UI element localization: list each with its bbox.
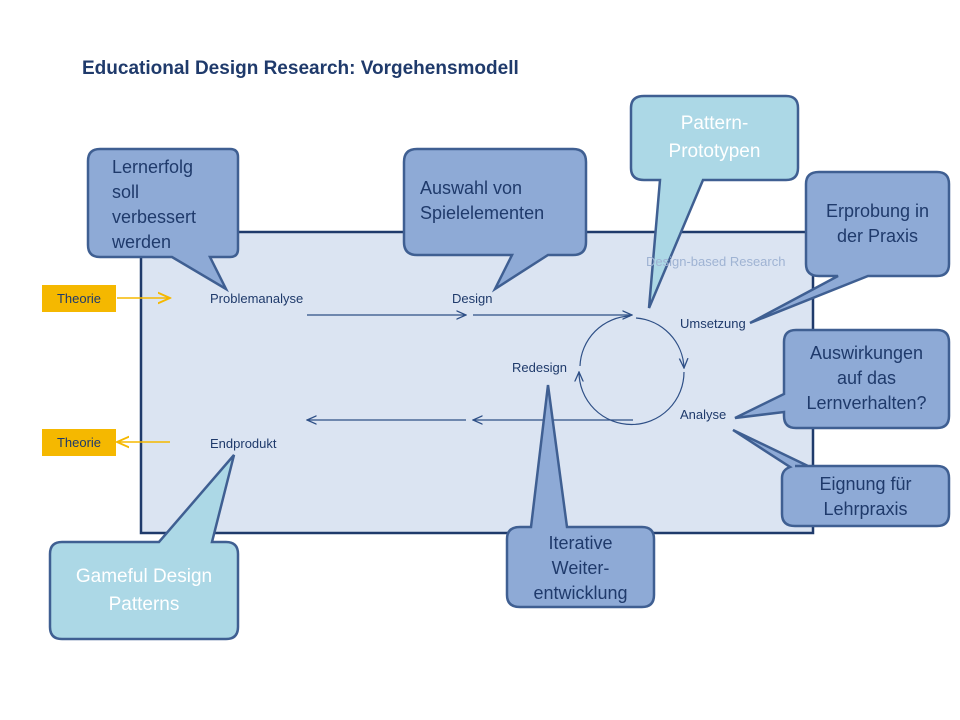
callout-lernerfolg-shape: [86, 147, 240, 293]
callout-auswirkungen-shape: [734, 328, 951, 430]
redesign-label: Redesign: [512, 360, 567, 375]
cycle-arc-right: [635, 317, 684, 368]
callout-auswirkungen-text: Auswirkungen auf das Lernverhalten?: [806, 343, 927, 413]
callout-erprobung-shape: [749, 170, 951, 325]
main-process-box: [139, 230, 815, 535]
callout-pattern-text: Pattern- Prototypen: [668, 113, 761, 162]
umsetzung-label: Umsetzung: [680, 316, 746, 331]
design-label: Design: [452, 291, 493, 306]
theorie-output-box: Theorie: [42, 429, 116, 456]
callout-auswahl-text: Auswahl von Spielelementen: [420, 178, 545, 223]
analyse-label: Analyse: [680, 407, 727, 422]
callout-lernerfolg-text: Lernerfolg soll verbessert werden: [112, 157, 197, 252]
callout-gameful-text: Gameful Design Patterns: [75, 566, 213, 615]
page-title: Educational Design Research: Vorgehensmo…: [82, 58, 519, 79]
endprodukt-label: Endprodukt: [210, 436, 277, 451]
callout-gameful-shape: [48, 454, 240, 641]
callout-iterative-text: Iterative Weiter- entwicklung: [533, 533, 628, 603]
callout-iterative-shape: [505, 384, 656, 609]
theorie-input-box: Theorie: [42, 285, 116, 312]
callout-erprobung-text: Erprobung in der Praxis: [825, 201, 930, 246]
cycle-arc-bottom: [579, 372, 685, 426]
callout-auswahl-shape: [402, 147, 588, 293]
callout-eignung-text: Eignung für Lehrpraxis: [819, 474, 912, 519]
design-based-research-label: Design-based Research: [646, 254, 786, 269]
callout-pattern-shape: [629, 94, 800, 309]
cycle-arc-left: [579, 315, 631, 367]
problemanalyse-label: Problemanalyse: [210, 291, 304, 306]
callout-eignung-shape: [732, 428, 951, 528]
